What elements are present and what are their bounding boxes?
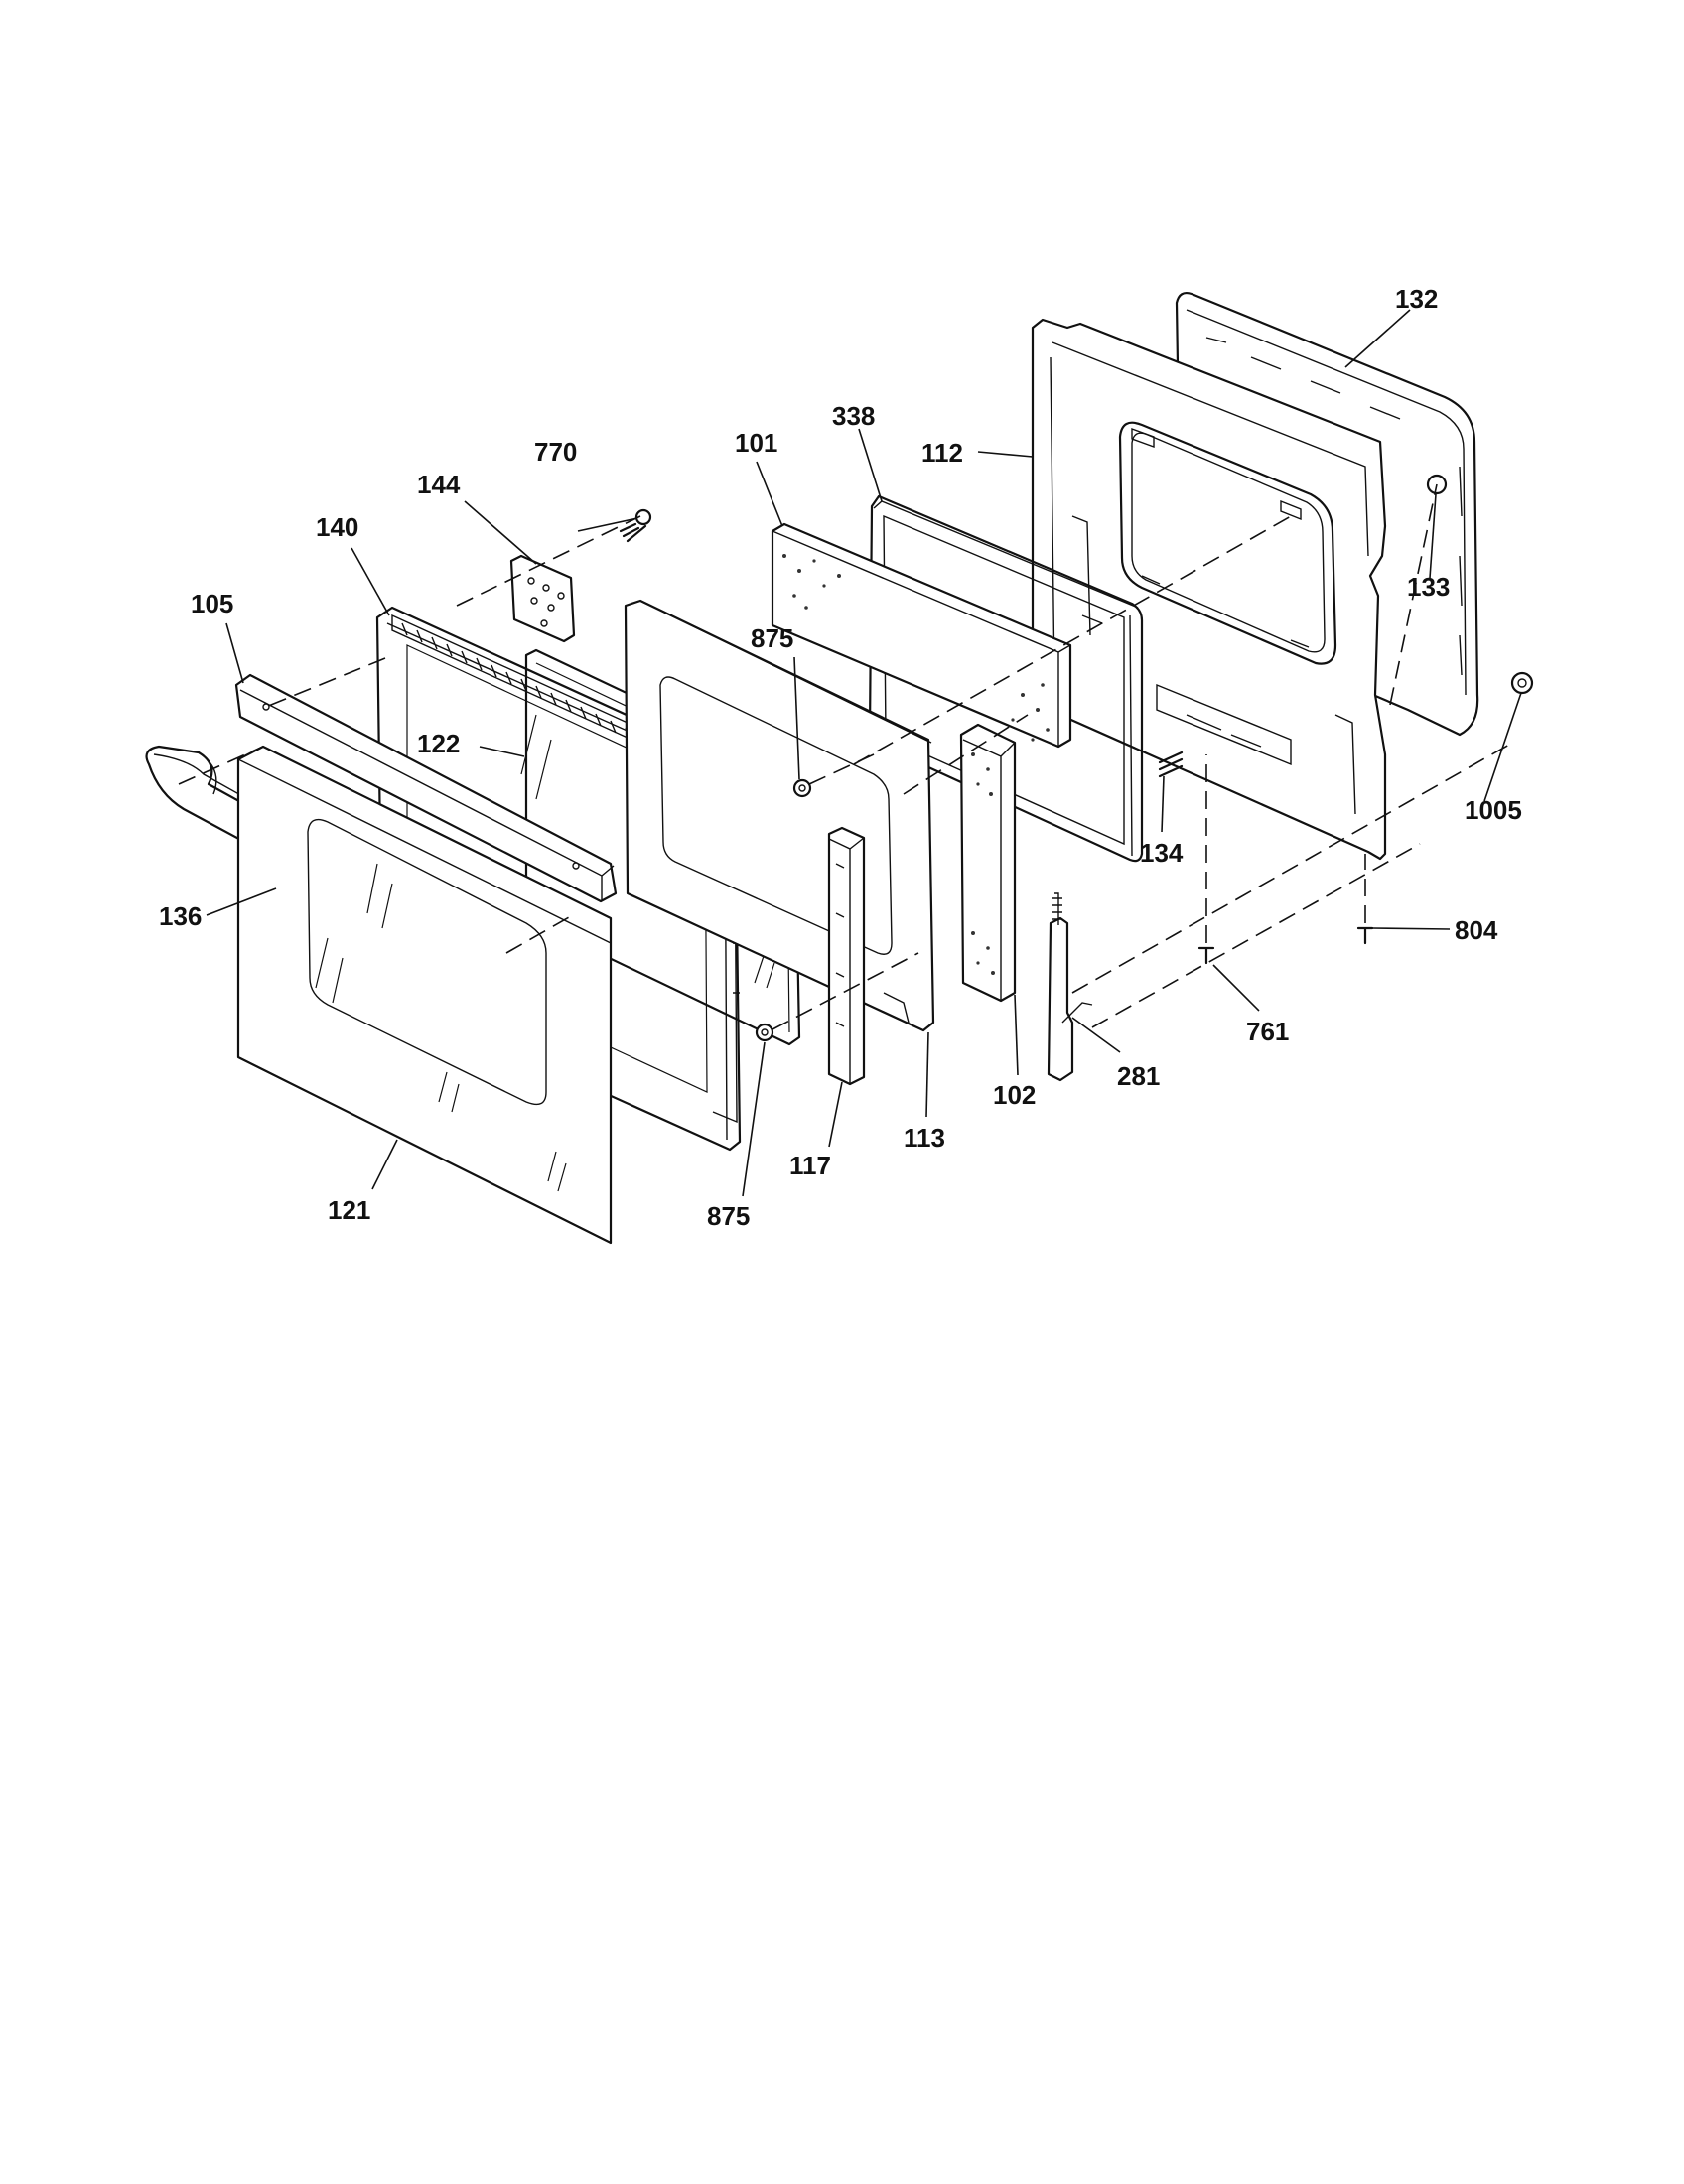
part-875-screw-upper — [792, 778, 812, 798]
label-136: 136 — [159, 901, 202, 931]
part-101-insulation-top — [771, 522, 1072, 749]
part-112-inner-door-frame — [1031, 318, 1387, 861]
part-102-insulation-side — [959, 723, 1017, 1003]
part-132-door-liner — [1175, 291, 1479, 737]
alignment-lines — [178, 483, 1510, 1030]
part-281-hinge — [1047, 892, 1093, 1082]
part-761-screw — [1197, 946, 1215, 965]
label-102: 102 — [993, 1080, 1036, 1110]
insulation-texture — [782, 554, 1050, 742]
insulation-texture-side — [971, 752, 995, 975]
part-1005-screw — [1510, 671, 1534, 695]
label-281: 281 — [1117, 1061, 1160, 1091]
part-105-top-trim — [234, 673, 618, 903]
label-105: 105 — [191, 589, 233, 618]
part-labels: 132 112 338 101 770 144 140 105 133 875 … — [159, 284, 1522, 1231]
label-113: 113 — [904, 1123, 945, 1153]
label-132: 132 — [1395, 284, 1438, 314]
label-770: 770 — [534, 437, 577, 467]
part-134-clip — [1158, 751, 1184, 778]
label-134: 134 — [1140, 838, 1184, 868]
label-144: 144 — [417, 470, 461, 499]
label-338: 338 — [832, 401, 875, 431]
label-140: 140 — [316, 512, 358, 542]
label-121: 121 — [328, 1195, 370, 1225]
part-117-hinge-channel — [827, 826, 866, 1086]
leader-lines — [206, 309, 1522, 1197]
part-144-bracket — [509, 554, 576, 643]
label-133: 133 — [1407, 572, 1450, 602]
label-875-upper: 875 — [751, 623, 793, 653]
label-112: 112 — [921, 438, 963, 468]
label-761: 761 — [1246, 1017, 1289, 1046]
part-770-screw — [619, 508, 652, 543]
label-122: 122 — [417, 729, 460, 758]
part-804-screw — [1356, 926, 1374, 945]
label-117: 117 — [789, 1151, 831, 1180]
label-101: 101 — [735, 428, 777, 458]
part-875-screw-lower — [755, 1023, 774, 1042]
label-804: 804 — [1455, 915, 1498, 945]
label-1005: 1005 — [1465, 795, 1522, 825]
label-875-lower: 875 — [707, 1201, 750, 1231]
